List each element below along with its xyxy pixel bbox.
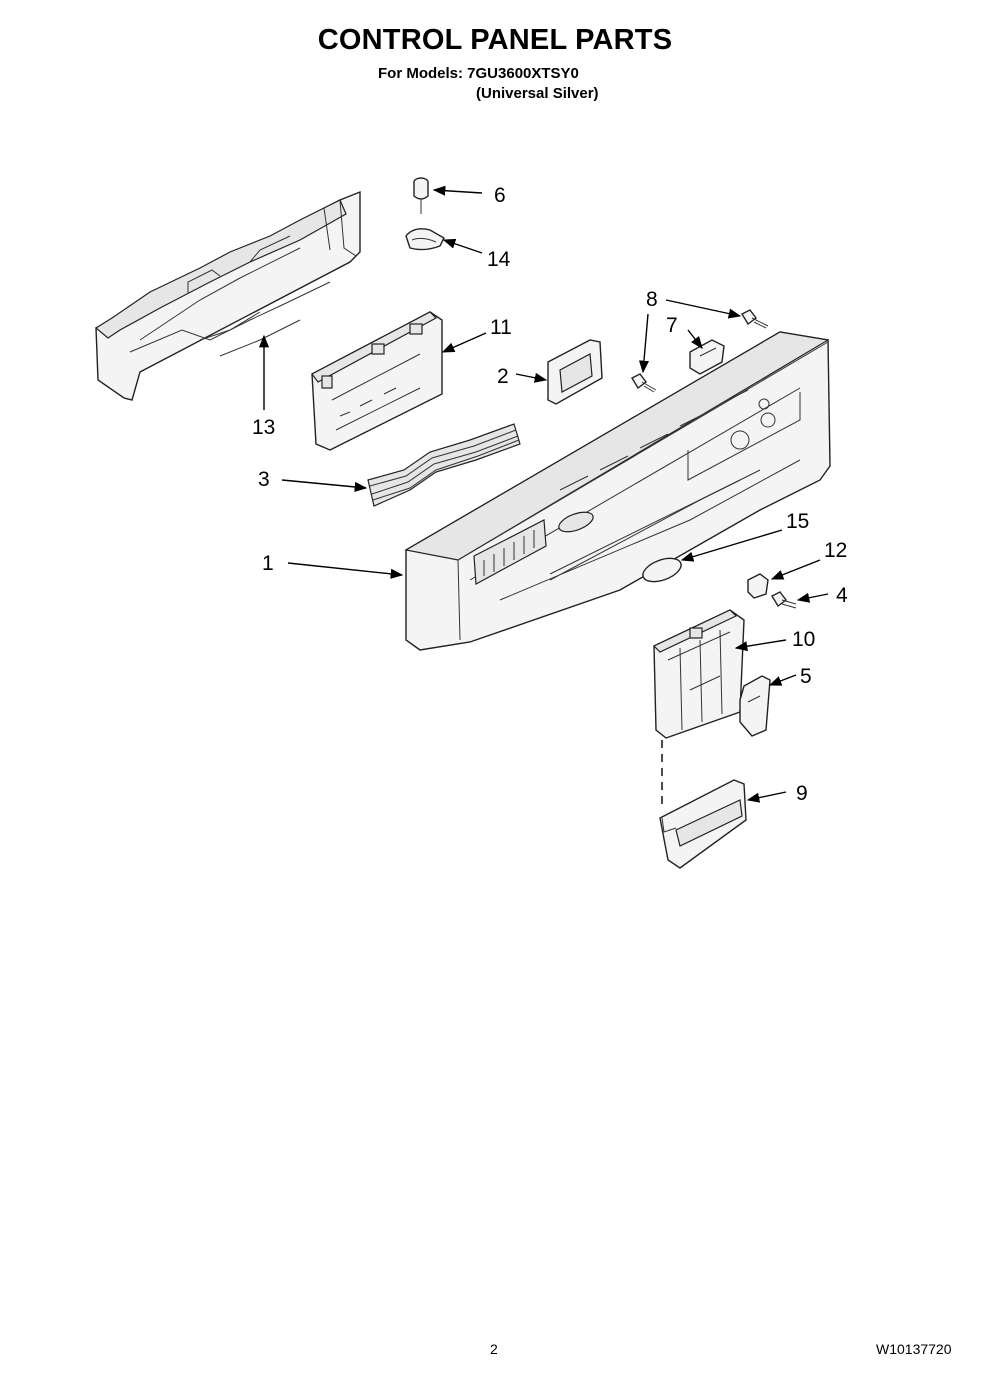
- part-screw-lower: [631, 373, 657, 393]
- callout-7: 7: [666, 314, 678, 337]
- models-line: For Models: 7GU3600XTSY0: [378, 65, 579, 82]
- callout-13: 13: [252, 416, 275, 439]
- callout-8: 8: [646, 288, 658, 311]
- callout-6: 6: [494, 184, 506, 207]
- callout-5: 5: [800, 665, 812, 688]
- part-console: [404, 331, 831, 651]
- part-button-pad: [642, 557, 682, 583]
- model-info: For Models: 7GU3600XTSY0 (Universal Silv…: [378, 64, 599, 104]
- callout-12: 12: [824, 539, 847, 562]
- part-screw-side: [771, 591, 797, 609]
- callout-10: 10: [792, 628, 815, 651]
- part-control-board: [311, 311, 443, 451]
- part-bracket: [547, 339, 603, 405]
- callout-2: 2: [497, 365, 509, 388]
- page-number: 2: [490, 1341, 498, 1357]
- callout-11: 11: [490, 316, 512, 339]
- document-number: W10137720: [876, 1341, 952, 1357]
- callout-14: 14: [487, 248, 511, 271]
- part-clip-lower: [747, 573, 769, 599]
- callout-labels: 6 14 8 7 11 2 13 3 1 15 12 4 10 5 9: [252, 184, 848, 805]
- callout-1: 1: [262, 552, 274, 575]
- part-knob: [413, 177, 429, 214]
- part-spring-clip: [405, 228, 445, 251]
- callout-9: 9: [796, 782, 808, 805]
- part-latch-strike: [659, 779, 747, 869]
- part-latch-assembly: [652, 609, 745, 739]
- part-panel-cover: [94, 190, 361, 401]
- callout-3: 3: [258, 468, 270, 491]
- page-title: CONTROL PANEL PARTS: [317, 24, 673, 56]
- part-latch-bracket: [739, 675, 771, 737]
- callout-15: 15: [786, 510, 809, 533]
- variant-line: (Universal Silver): [476, 85, 599, 102]
- callout-4: 4: [836, 584, 848, 607]
- leader-lines: [258, 185, 829, 803]
- part-ribbon-cable: [367, 423, 521, 507]
- part-screw-upper: [741, 309, 769, 329]
